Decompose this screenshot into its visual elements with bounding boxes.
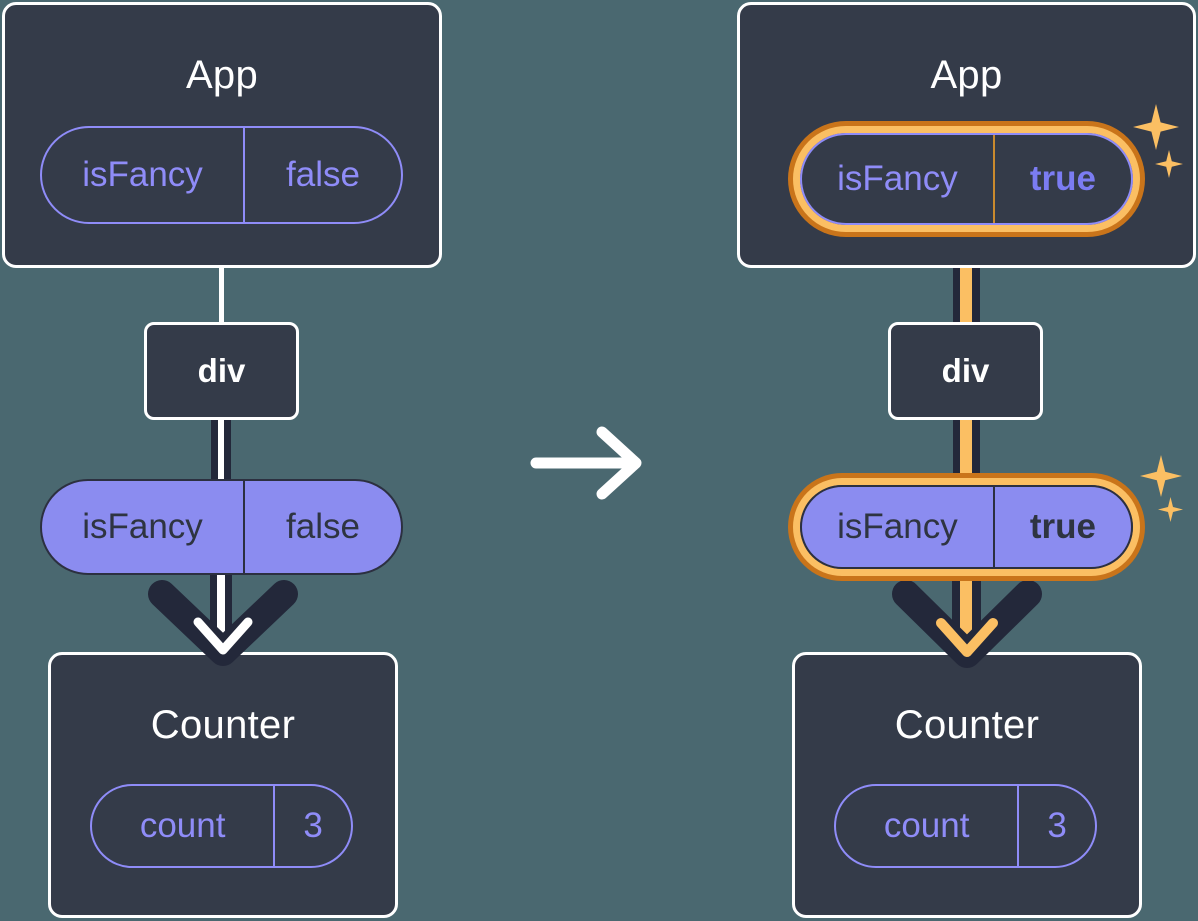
node-div-label-after: div <box>941 352 990 389</box>
sparkle-large-icon <box>1140 455 1182 497</box>
node-div-label-before: div <box>197 352 246 389</box>
prop-pill-key: isFancy <box>82 507 203 546</box>
prop-pill-after[interactable]: isFancy true <box>800 485 1133 569</box>
state-pill-counter-before[interactable]: count 3 <box>90 784 353 868</box>
arrowhead-before <box>193 617 253 655</box>
arrowhead-after <box>936 618 998 657</box>
connector-div-to-prop-before-left <box>211 415 218 485</box>
state-pill-key: isFancy <box>82 155 203 194</box>
node-div-before: div <box>144 322 299 420</box>
panel-counter-title-before: Counter <box>150 703 296 747</box>
state-pill-key: count <box>883 806 970 845</box>
state-pill-value: 3 <box>273 786 351 866</box>
sparkle-small-icon <box>1158 497 1183 522</box>
connector-div-to-prop-after-right <box>971 415 980 487</box>
prop-pill-value: false <box>243 481 401 573</box>
connector-app-to-div-after-right <box>971 212 980 330</box>
panel-app-title-after: App <box>930 53 1003 97</box>
connector-div-to-prop-after-core <box>960 415 972 487</box>
state-pill-counter-after[interactable]: count 3 <box>834 784 1097 868</box>
connector-div-to-prop-before-center <box>218 415 224 485</box>
state-pill-app-before[interactable]: isFancy false <box>40 126 403 224</box>
state-pill-key: count <box>139 806 226 845</box>
state-pill-key: isFancy <box>837 159 958 198</box>
panel-app-title-before: App <box>185 53 259 97</box>
connector-app-to-div-before <box>219 266 224 326</box>
prop-pill-key: isFancy <box>837 507 958 546</box>
connector-app-to-div-after-left <box>953 212 962 330</box>
state-pill-value: false <box>243 128 401 222</box>
state-pill-value: true <box>992 135 1131 223</box>
panel-counter-title-after: Counter <box>894 703 1040 747</box>
prop-pill-before[interactable]: isFancy false <box>40 479 403 575</box>
state-pill-app-after[interactable]: isFancy true <box>800 133 1133 225</box>
connector-div-to-prop-after-left <box>953 415 962 487</box>
prop-pill-value: true <box>992 487 1131 567</box>
transition-arrow-icon <box>530 426 642 500</box>
connector-prop-to-counter-before-core <box>217 568 225 663</box>
connector-div-to-prop-before-right <box>224 415 231 485</box>
node-div-after: div <box>888 322 1043 420</box>
state-pill-value: 3 <box>1017 786 1095 866</box>
